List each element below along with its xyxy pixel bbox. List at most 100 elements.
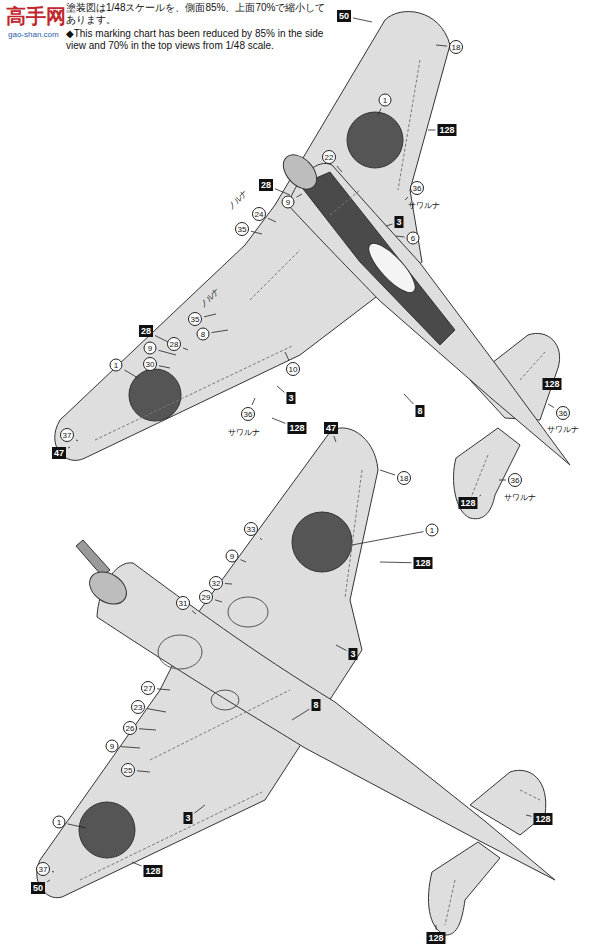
horizontal-stabilizer bbox=[428, 842, 500, 935]
leader-line bbox=[334, 436, 336, 442]
callout-text: 31 bbox=[179, 599, 188, 608]
leader-line bbox=[526, 815, 531, 816]
stencil-text: サワルナ bbox=[408, 201, 440, 211]
callout-text: 1 bbox=[383, 96, 387, 105]
callout-text: 9 bbox=[148, 344, 152, 353]
callout-text: 1 bbox=[114, 361, 118, 370]
callout-text: 26 bbox=[126, 724, 135, 733]
callout-text: 128 bbox=[428, 933, 443, 943]
fuselage bbox=[288, 163, 570, 465]
callout-text: 18 bbox=[400, 474, 409, 483]
leader-line bbox=[548, 404, 554, 408]
callout-number: 30 bbox=[143, 357, 157, 371]
spinner bbox=[277, 149, 323, 196]
callout-number: 37 bbox=[36, 862, 50, 876]
roundel bbox=[79, 802, 135, 858]
roundel bbox=[129, 369, 181, 421]
leader-line bbox=[139, 729, 156, 730]
boxed-callout: 50 bbox=[31, 882, 45, 894]
watermark: 高手网 bbox=[6, 4, 66, 28]
callout-number: 35 bbox=[235, 222, 249, 236]
boxed-callout: 128 bbox=[287, 422, 306, 434]
leader-line bbox=[352, 532, 424, 545]
boxed-callout: 128 bbox=[143, 865, 162, 877]
callout-number: 8 bbox=[197, 328, 210, 341]
callout-number: 9 bbox=[106, 740, 119, 753]
leader-line bbox=[277, 386, 284, 392]
callout-text: 23 bbox=[134, 703, 143, 712]
boxed-callout: 3 bbox=[183, 812, 192, 824]
callout-text: 6 bbox=[411, 234, 415, 243]
callout-number: 6 bbox=[407, 232, 420, 245]
callout-number: 1 bbox=[110, 359, 123, 372]
wheel-wells bbox=[158, 597, 268, 710]
leader-line bbox=[285, 352, 289, 360]
callout-text: 36 bbox=[244, 410, 253, 419]
note-text: ◆This marking chart has been reduced by … bbox=[66, 28, 328, 52]
propeller-blade bbox=[76, 540, 110, 576]
callout-number: 18 bbox=[449, 40, 463, 54]
boxed-callout: 3 bbox=[286, 392, 295, 404]
stencil-text: サワルナ bbox=[228, 428, 260, 438]
callout-text: 1 bbox=[430, 526, 434, 535]
boxed-callout: 128 bbox=[413, 557, 432, 569]
panel-lines bbox=[80, 470, 540, 925]
callout-text: 128 bbox=[289, 423, 304, 433]
callout-number: 18 bbox=[397, 471, 411, 485]
callout-number: 28 bbox=[167, 337, 181, 351]
leader-line bbox=[378, 109, 381, 116]
callout-number: 31 bbox=[176, 596, 190, 610]
leader-line bbox=[252, 398, 255, 405]
boxed-callout: 50 bbox=[337, 10, 351, 22]
boxed-callout: 128 bbox=[533, 813, 552, 825]
callout-text: 36 bbox=[511, 476, 520, 485]
callout-text: 128 bbox=[460, 498, 475, 508]
callout-number: 10 bbox=[286, 362, 300, 376]
callout-number: 1 bbox=[53, 816, 66, 829]
callout-number: 36 bbox=[241, 407, 255, 421]
callout-number: 1 bbox=[426, 524, 439, 537]
callout-text: 128 bbox=[439, 125, 454, 135]
callout-text: 128 bbox=[145, 866, 160, 876]
callout-text: 33 bbox=[247, 525, 256, 534]
leader-line bbox=[499, 480, 506, 481]
stencil-text: ノルナ bbox=[226, 188, 250, 212]
callout-text: 28 bbox=[170, 340, 179, 349]
fuselage bbox=[97, 563, 555, 880]
leader-line bbox=[436, 45, 447, 46]
callout-text: 22 bbox=[325, 153, 334, 162]
spinner bbox=[84, 565, 133, 610]
leader-line bbox=[336, 645, 346, 651]
watermark: gao-shan.com bbox=[8, 30, 59, 40]
leader-line bbox=[159, 366, 170, 368]
leader-line bbox=[297, 194, 303, 197]
anti-glare-band bbox=[300, 172, 455, 345]
leader-line bbox=[137, 771, 150, 772]
callout-text: 35 bbox=[191, 315, 200, 324]
leader-line bbox=[275, 189, 290, 195]
callout-text: 47 bbox=[54, 448, 64, 458]
callout-text: 8 bbox=[201, 330, 205, 339]
callout-text: 29 bbox=[202, 593, 211, 602]
leader-line bbox=[192, 611, 196, 614]
callout-text: 35 bbox=[238, 225, 247, 234]
leader-line bbox=[132, 862, 141, 866]
callout-text: 3 bbox=[288, 393, 293, 403]
boxed-callout: 128 bbox=[458, 497, 477, 509]
callout-text: 32 bbox=[212, 579, 221, 588]
leader-line bbox=[52, 871, 54, 873]
leader-line bbox=[157, 689, 170, 690]
callout-number: 26 bbox=[123, 721, 137, 735]
callout-text: 24 bbox=[255, 210, 264, 219]
leader-line bbox=[225, 583, 232, 584]
boxed-callout: 28 bbox=[259, 179, 273, 191]
callout-number: 35 bbox=[188, 312, 202, 326]
callout-number: 37 bbox=[60, 428, 74, 442]
leader-line bbox=[183, 348, 188, 350]
leader-line bbox=[195, 805, 205, 813]
leader-line bbox=[147, 709, 166, 712]
boxed-callout: 47 bbox=[52, 447, 66, 459]
callout-text: 50 bbox=[339, 11, 349, 21]
canopy bbox=[362, 237, 422, 299]
leader-line bbox=[380, 562, 411, 564]
